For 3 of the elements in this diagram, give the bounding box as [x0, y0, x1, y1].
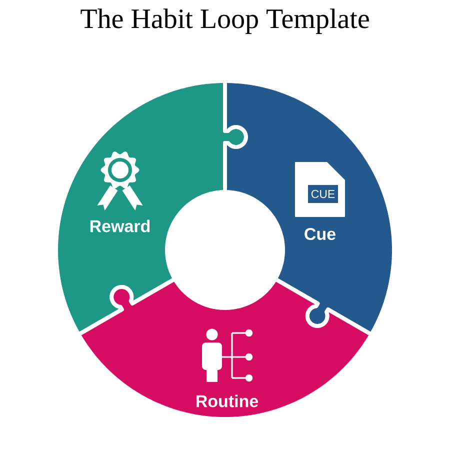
title: The Habit Loop Template	[80, 8, 369, 34]
puzzle-piece: Routine	[76, 277, 374, 421]
file-type-label: CUE	[308, 185, 338, 203]
